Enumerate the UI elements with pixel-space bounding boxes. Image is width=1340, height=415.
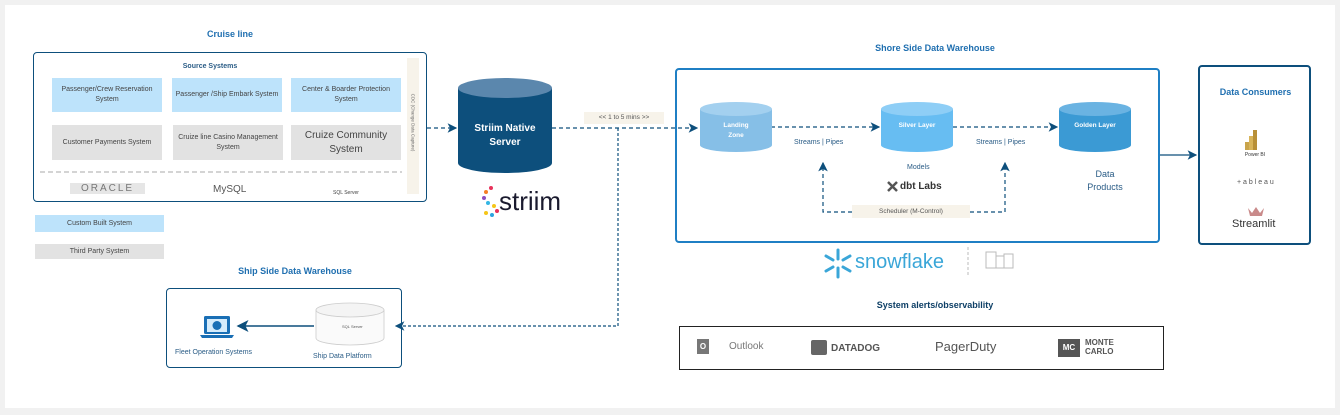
- source-system-embark: Passenger /Ship Embark System: [172, 78, 282, 112]
- dbt-labs-logo: dbt Labs: [900, 181, 942, 192]
- tableau-logo: + a b l e a u: [1237, 179, 1274, 186]
- sqlserver-logo: SQL Server: [333, 190, 359, 196]
- source-system-casino: Cruize line Casino Management System: [173, 125, 283, 160]
- silver-layer-cylinder: [881, 102, 953, 152]
- shore-warehouse-title: Shore Side Data Warehouse: [875, 43, 995, 53]
- power-bi-icon: [1245, 130, 1257, 150]
- cdc-label: CDC (Change Data Capture): [410, 93, 416, 152]
- power-bi-label: Power BI: [1244, 152, 1266, 158]
- monte-carlo-logo: MONTE CARLO: [1085, 338, 1114, 357]
- dbt-icon: [887, 181, 898, 192]
- models-label: Models: [907, 164, 930, 171]
- datadog-logo: DATADOG: [831, 343, 881, 354]
- scheduler-label: Scheduler (M-Control): [852, 205, 970, 218]
- ship-data-platform-cylinder: [315, 302, 385, 346]
- source-system-border: Center & Boarder Protection System: [291, 78, 401, 112]
- interval-label: << 1 to 5 mins >>: [584, 112, 664, 124]
- legend-custom-built: Custom Built System: [35, 215, 164, 232]
- source-systems-title: Source Systems: [182, 63, 238, 70]
- streamlit-icon: [1248, 207, 1264, 216]
- striim-logo-icon: [482, 186, 499, 217]
- data-products-label: Data Products: [1087, 169, 1123, 192]
- monte-carlo-line2: CARLO: [1085, 346, 1114, 356]
- pagerduty-logo: PagerDuty: [935, 339, 997, 354]
- cruise-line-box: [33, 52, 427, 202]
- arrow-striim-to-ship: [394, 128, 619, 331]
- cruise-line-title: Cruise line: [206, 29, 253, 39]
- outlook-icon: O: [697, 339, 709, 354]
- silver-layer-label: Silver Layer: [898, 122, 936, 129]
- streams-pipes-label-1: Streams | Pipes: [794, 139, 844, 146]
- datadog-icon: [811, 340, 827, 355]
- alerts-title: System alerts/observability: [876, 300, 994, 310]
- striim-server-label: Striim Native Server: [474, 123, 536, 148]
- source-system-community: Cruize Community System: [291, 125, 401, 160]
- golden-layer-label: Golden Layer: [1074, 122, 1116, 129]
- laptop-icon: [200, 316, 234, 338]
- striim-server-cylinder: [458, 78, 552, 173]
- ship-data-platform-label: Ship Data Platform: [313, 353, 372, 360]
- ship-warehouse-title: Ship Side Data Warehouse: [238, 266, 352, 276]
- alerts-box: [679, 326, 1164, 370]
- oracle-logo: ORACLE: [70, 183, 145, 194]
- landing-zone-cylinder: [700, 102, 772, 152]
- streams-pipes-label-2: Streams | Pipes: [976, 139, 1026, 146]
- cdc-bar: CDC (Change Data Capture): [407, 58, 419, 194]
- landing-zone-label: Landing Zone: [723, 122, 749, 139]
- arrow-scheduler-left: [818, 161, 852, 213]
- source-system-payments: Customer Payments System: [52, 125, 162, 160]
- shore-warehouse-box: [675, 68, 1160, 243]
- outlook-logo: Outlook: [729, 341, 764, 352]
- streamlit-logo: Streamlit: [1232, 218, 1276, 230]
- snowflake-logo-text: snowflake: [855, 251, 944, 273]
- ship-warehouse-box: [166, 288, 402, 368]
- source-system-passenger-crew: Passenger/Crew Reservation System: [52, 78, 162, 112]
- arrow-scheduler-right: [970, 161, 1010, 213]
- ship-sql-server-logo: SQL Server: [342, 324, 363, 329]
- monte-carlo-icon: MC: [1058, 339, 1080, 357]
- fleet-operation-label: Fleet Operation Systems: [175, 349, 253, 356]
- monte-carlo-line1: MONTE: [1085, 338, 1114, 347]
- legend-third-party: Third Party System: [35, 244, 164, 259]
- striim-logo-text: striim: [499, 186, 562, 216]
- buildings-icon: [985, 251, 1014, 269]
- diagram-canvas: [5, 5, 1335, 408]
- mysql-logo: MySQL: [213, 184, 247, 195]
- snowflake-icon: [824, 248, 852, 279]
- data-consumers-box: [1198, 65, 1311, 245]
- data-consumers-title: Data Consumers: [1219, 87, 1292, 97]
- golden-layer-cylinder: [1059, 102, 1131, 152]
